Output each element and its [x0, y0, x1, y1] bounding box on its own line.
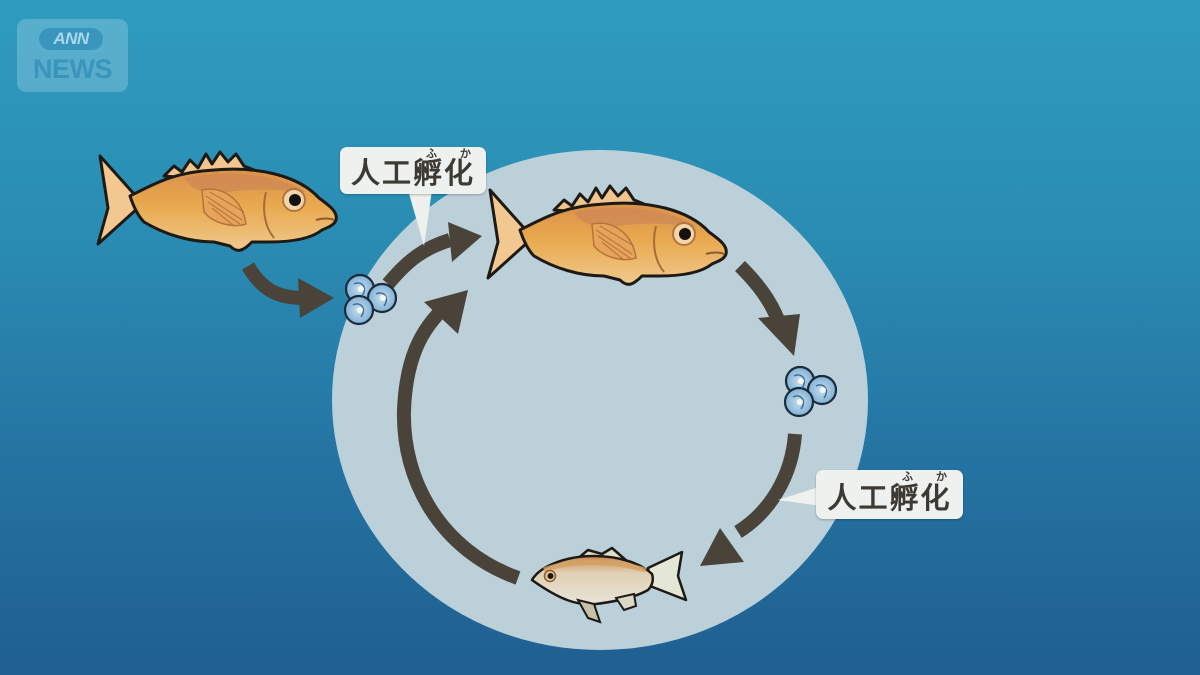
- logo-news-text: NEWS: [33, 54, 113, 84]
- arrow-eggs-to-hatchery-fish: [382, 222, 482, 289]
- furigana-fu: ふ: [902, 470, 913, 483]
- arrow-juvenile-to-hatchery-fish: [396, 290, 521, 585]
- arrow-eggs-to-juvenile: [700, 433, 802, 566]
- furigana-ka: か: [460, 147, 471, 160]
- furigana-fu: ふ: [426, 147, 437, 160]
- label-artificial-hatching-top: ふ か 人工孵化: [340, 147, 486, 194]
- ann-news-logo: ANN NEWS: [17, 19, 128, 92]
- juvenile-fish: [530, 546, 688, 624]
- arrow-hatchery-fish-to-eggs: [735, 261, 800, 356]
- label-text: 人工孵化: [827, 481, 952, 515]
- arrow-wild-fish-to-eggs: [241, 262, 334, 318]
- logo-ann-text: ANN: [39, 28, 103, 50]
- furigana-ka: か: [936, 470, 947, 483]
- cycle-background: [332, 150, 868, 650]
- label-text: 人工孵化: [350, 156, 475, 190]
- label-artificial-hatching-right: ふ か 人工孵化: [816, 470, 963, 519]
